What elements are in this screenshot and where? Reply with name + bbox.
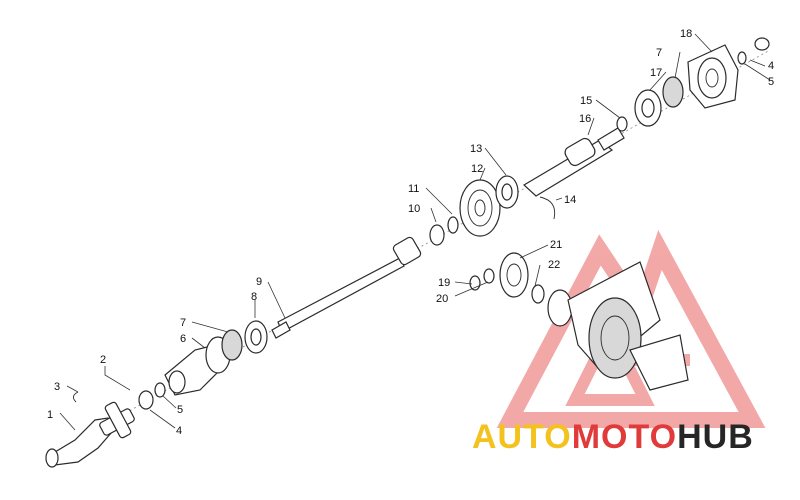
callout-21: 21 xyxy=(550,239,562,251)
callout-8: 8 xyxy=(251,291,257,303)
part-gear-cluster xyxy=(547,261,689,391)
callout-11: 11 xyxy=(408,183,419,195)
callout-3: 3 xyxy=(54,381,60,393)
part-washer-11 xyxy=(447,216,459,234)
part-washer-15 xyxy=(616,116,628,132)
part-yoke-housing xyxy=(164,336,231,396)
leader-lines xyxy=(59,33,771,431)
watermark-brand-text: AUTOMOTOHUB xyxy=(472,418,754,457)
callout-22: 22 xyxy=(548,259,560,271)
part-bearing-7-lower xyxy=(221,329,243,361)
part-bearing-10 xyxy=(429,224,445,246)
part-bearing-upper-small xyxy=(754,37,770,51)
callout-7-lower: 7 xyxy=(180,317,186,329)
part-washer-upper xyxy=(737,51,747,65)
brand-hub: HUB xyxy=(677,418,754,456)
callout-14: 14 xyxy=(564,194,576,206)
callout-7-upper: 7 xyxy=(656,47,662,59)
callout-5-lower: 5 xyxy=(177,404,183,416)
callout-9: 9 xyxy=(256,276,262,288)
callout-13: 13 xyxy=(470,143,482,155)
callout-16: 16 xyxy=(579,113,591,125)
part-yoke xyxy=(45,417,113,468)
part-bearing-small xyxy=(138,390,154,410)
callout-2: 2 xyxy=(100,354,106,366)
callout-4-upper: 4 xyxy=(768,60,774,72)
part-bevel-gear xyxy=(459,179,501,237)
callout-12: 12 xyxy=(471,163,483,175)
part-washer-22 xyxy=(531,284,545,304)
brand-moto: MOTO xyxy=(571,418,678,456)
part-clip xyxy=(73,391,79,403)
callout-15: 15 xyxy=(580,95,592,107)
brand-auto: AUTO xyxy=(472,418,572,456)
callout-6: 6 xyxy=(180,333,186,345)
callout-19: 19 xyxy=(438,277,450,289)
callout-17: 17 xyxy=(650,67,662,79)
part-washer-small xyxy=(154,382,166,398)
part-bearing-7-upper xyxy=(662,76,684,108)
part-flange-housing xyxy=(687,44,739,109)
callout-5-upper: 5 xyxy=(768,76,774,88)
callout-labels: 1 2 3 4 5 6 7 8 9 10 11 12 13 14 15 16 1… xyxy=(47,28,774,437)
part-spring-clip xyxy=(539,196,556,220)
part-output-shaft xyxy=(522,127,625,197)
part-gear-21 xyxy=(499,252,529,298)
callout-18: 18 xyxy=(680,28,692,40)
part-universal-joint xyxy=(99,401,135,439)
callout-4-lower: 4 xyxy=(176,425,182,437)
callout-1: 1 xyxy=(47,409,53,421)
callout-20: 20 xyxy=(436,293,448,305)
part-drive-shaft xyxy=(271,236,422,339)
part-washer-20 xyxy=(483,268,495,284)
callout-10: 10 xyxy=(408,203,420,215)
